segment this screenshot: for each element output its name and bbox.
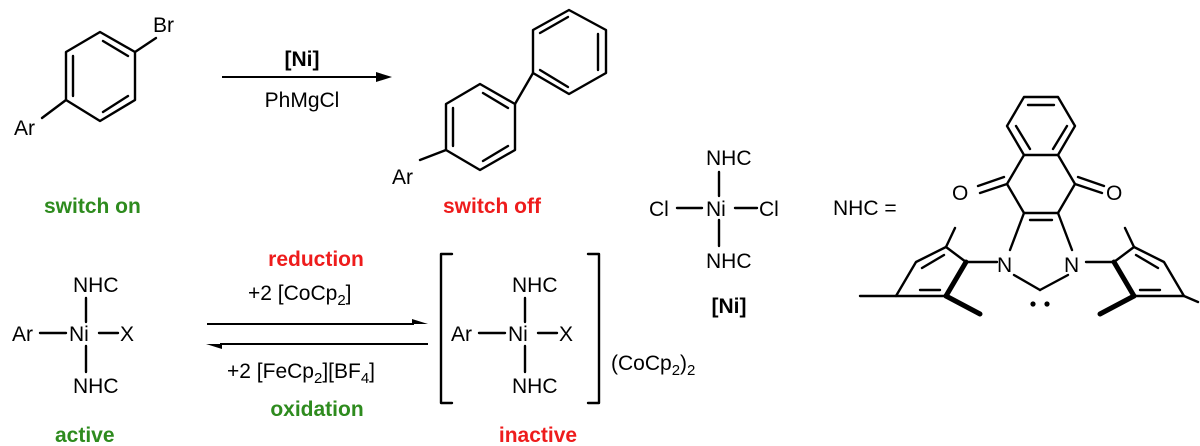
catalyst-ni-center: Ni [706,198,726,221]
oxidation-reagent: +2 [FeCp2][BF4] [227,360,375,387]
nickel-dichloride-complex: NHC Cl Ni Cl NHC [Ni] [649,147,779,318]
catalyst-label: [Ni] [285,48,320,71]
catalyst-nhc-top: NHC [706,147,752,170]
reduction-label: reduction [268,248,364,271]
oxidation-label: oxidation [270,398,363,421]
bracket-left [439,252,454,405]
product-aryl-label: Ar [392,166,413,189]
catalyst-cl-left: Cl [649,198,669,221]
catalyst-nhc-bottom: NHC [706,250,752,273]
inactive-nhc-top: NHC [512,274,558,297]
inactive-ni-center: Ni [508,323,528,346]
carbene-lone-pair-dot-2 [1044,301,1050,307]
nhc-ligand-structure: NHC = O O N N [833,95,1200,317]
switch-on-label: switch on [44,195,141,218]
aryl-bromide-structure: Br Ar [14,14,174,140]
catalyst-cl-right: Cl [759,198,779,221]
inactive-complex: NHC Ar Ni X NHC (CoCp2)2 inactive [439,252,695,446]
bromine-label: Br [153,14,174,37]
nhc-equals-label: NHC = [833,197,897,220]
carbene-lone-pair-dot-1 [1030,301,1036,307]
inactive-aryl-label: Ar [451,323,472,346]
inactive-x-ligand: X [559,323,573,346]
switch-off-label: switch off [443,195,542,218]
carbonyl-oxygen-left: O [952,182,968,205]
aryl-label: Ar [14,117,35,140]
active-complex: NHC Ar Ni X NHC active [12,274,134,446]
active-x-ligand: X [120,323,134,346]
inactive-nhc-bottom: NHC [512,375,558,398]
active-nhc-top: NHC [73,274,119,297]
catalyst-ni-label: [Ni] [712,295,747,318]
nitrogen-left: N [997,254,1012,277]
bracket-right [586,252,601,405]
nitrogen-right: N [1064,254,1079,277]
coupling-arrow: [Ni] PhMgCl [222,48,392,112]
redox-equilibrium-arrows: reduction +2 [CoCp2] +2 [FeCp2][BF4] oxi… [206,248,428,421]
reduction-reagent: +2 [CoCp2] [248,282,352,309]
biaryl-product-structure: Ar [392,8,608,189]
reagent-label: PhMgCl [265,89,340,112]
active-nhc-bottom: NHC [73,375,119,398]
cobaltocenium-counterion: (CoCp2)2 [611,352,695,379]
inactive-label: inactive [499,424,577,446]
active-label: active [55,424,115,446]
carbonyl-oxygen-right: O [1106,182,1122,205]
active-ni-center: Ni [69,323,89,346]
active-aryl-label: Ar [12,323,33,346]
